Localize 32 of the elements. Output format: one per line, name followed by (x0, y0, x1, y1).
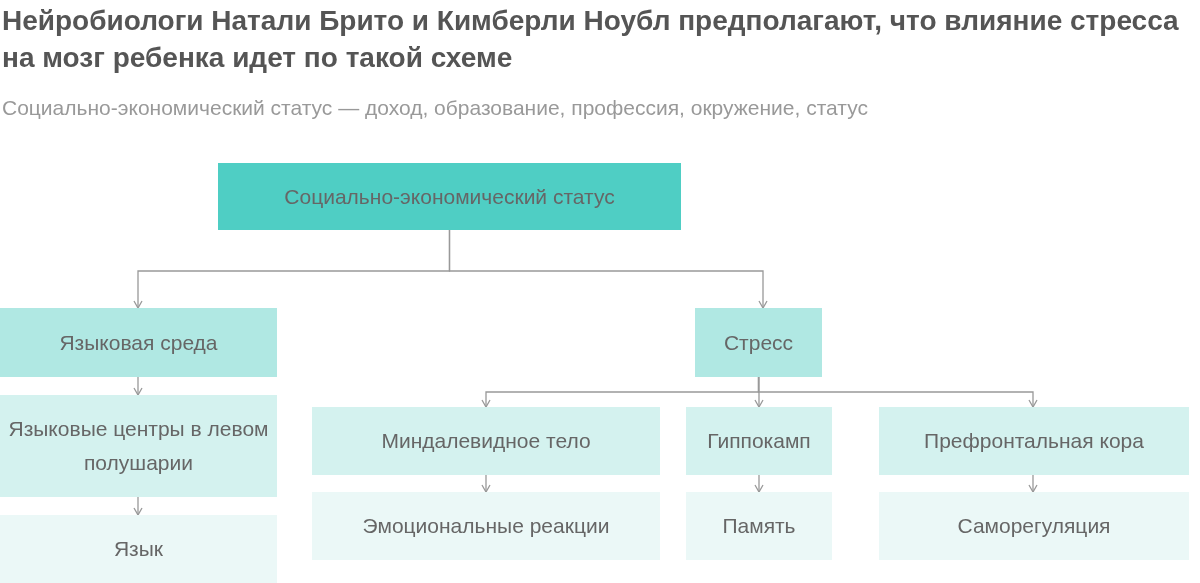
arrow (1028, 474, 1038, 493)
arrow (133, 376, 143, 396)
box-label: Память (722, 513, 796, 539)
box-label: Языковые центры в левом полушарии (8, 416, 269, 476)
arrow (754, 376, 764, 408)
process-box (695, 308, 822, 377)
subtitle: Социально-экономический статус — доход, образование, профессия, окружение, статус (2, 96, 868, 120)
arrow (754, 474, 764, 493)
box-label: Префронтальная кора (924, 428, 1144, 454)
box-label: Гиппокамп (707, 428, 811, 454)
process-box (312, 407, 660, 475)
box-label: Миндалевидное тело (381, 428, 591, 454)
box-label: Социально-экономический статус (284, 183, 615, 210)
box-label: Эмоциональные реакции (362, 513, 610, 539)
arrow (448, 229, 768, 309)
box-label: Языковая среда (59, 329, 218, 356)
arrow (757, 376, 1038, 408)
arrow (481, 474, 491, 493)
title: Нейробиологи Натали Брито и Кимберли Ноубл предполагают, что влияние стресса на мозг ребенка идет по такой схеме (2, 4, 1180, 75)
process-box (686, 407, 832, 475)
process-box (879, 407, 1189, 475)
process-box (879, 492, 1189, 560)
process-box (0, 308, 277, 377)
process-box (0, 395, 277, 497)
box-label: Язык (113, 536, 164, 562)
box-label: Стресс (723, 329, 794, 356)
box-label: Саморегуляция (957, 513, 1111, 539)
process-box (218, 163, 681, 230)
arrow (133, 496, 143, 516)
process-box (0, 515, 277, 583)
process-box (312, 492, 660, 560)
process-box (686, 492, 832, 560)
